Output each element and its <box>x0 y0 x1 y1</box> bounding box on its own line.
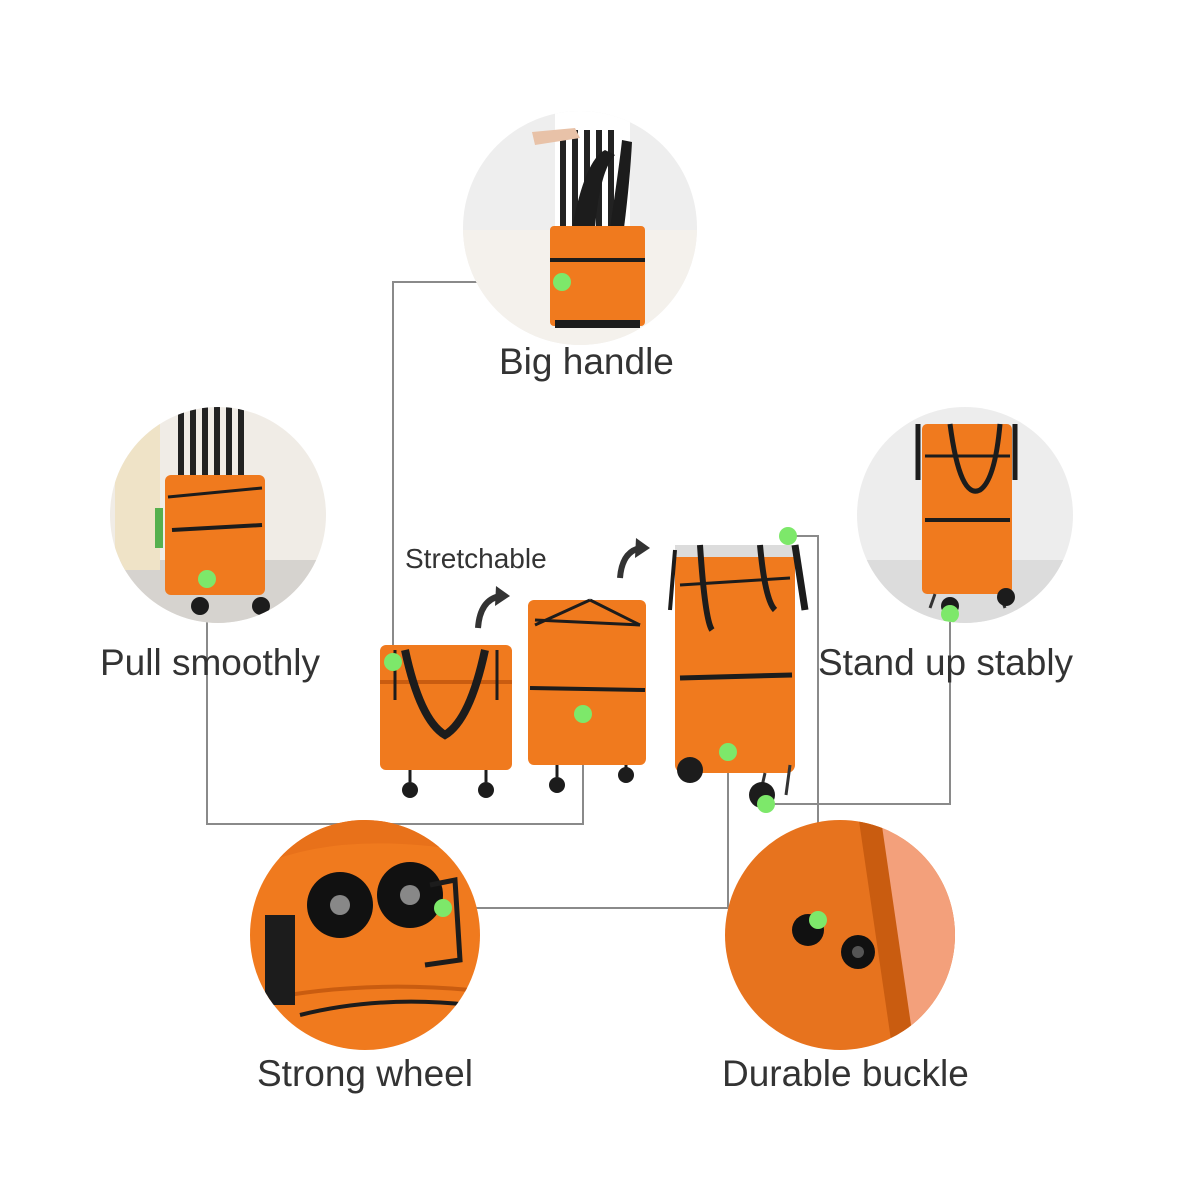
photo-pull-smoothly <box>110 407 326 623</box>
label-stretchable: Stretchable <box>405 543 547 574</box>
marker-big-handle <box>553 273 571 291</box>
bag-stage-tall <box>668 527 809 813</box>
line-durable-buckle <box>788 535 819 920</box>
marker-tall-bag-body <box>719 743 737 761</box>
photo-durable-buckle <box>725 820 955 1050</box>
label-durable-buckle: Durable buckle <box>722 1053 969 1094</box>
marker-pull-smoothly <box>198 570 216 588</box>
marker-medium-bag <box>574 705 592 723</box>
photo-strong-wheel <box>250 820 480 1050</box>
line-stand-up <box>766 614 951 805</box>
line-strong-wheel <box>443 752 729 909</box>
stretch-arrow-1 <box>475 586 510 629</box>
marker-strong-wheel <box>434 899 452 917</box>
marker-tall-bag-top <box>779 527 797 545</box>
marker-small-bag <box>384 653 402 671</box>
marker-durable-buckle <box>809 911 827 929</box>
bag-stage-small <box>380 645 512 798</box>
photo-big-handle <box>463 111 697 345</box>
label-stand-up-stably: Stand up stably <box>818 642 1074 683</box>
marker-stand-up <box>941 605 959 623</box>
label-strong-wheel: Strong wheel <box>257 1053 473 1094</box>
marker-tall-bag-wheel <box>757 795 775 813</box>
label-pull-smoothly: Pull smoothly <box>100 642 321 683</box>
stretch-arrow-2 <box>617 538 650 579</box>
photo-stand-up <box>857 407 1073 623</box>
label-big-handle: Big handle <box>499 341 674 382</box>
bag-stage-medium <box>528 598 646 793</box>
connector-lines <box>206 281 951 920</box>
